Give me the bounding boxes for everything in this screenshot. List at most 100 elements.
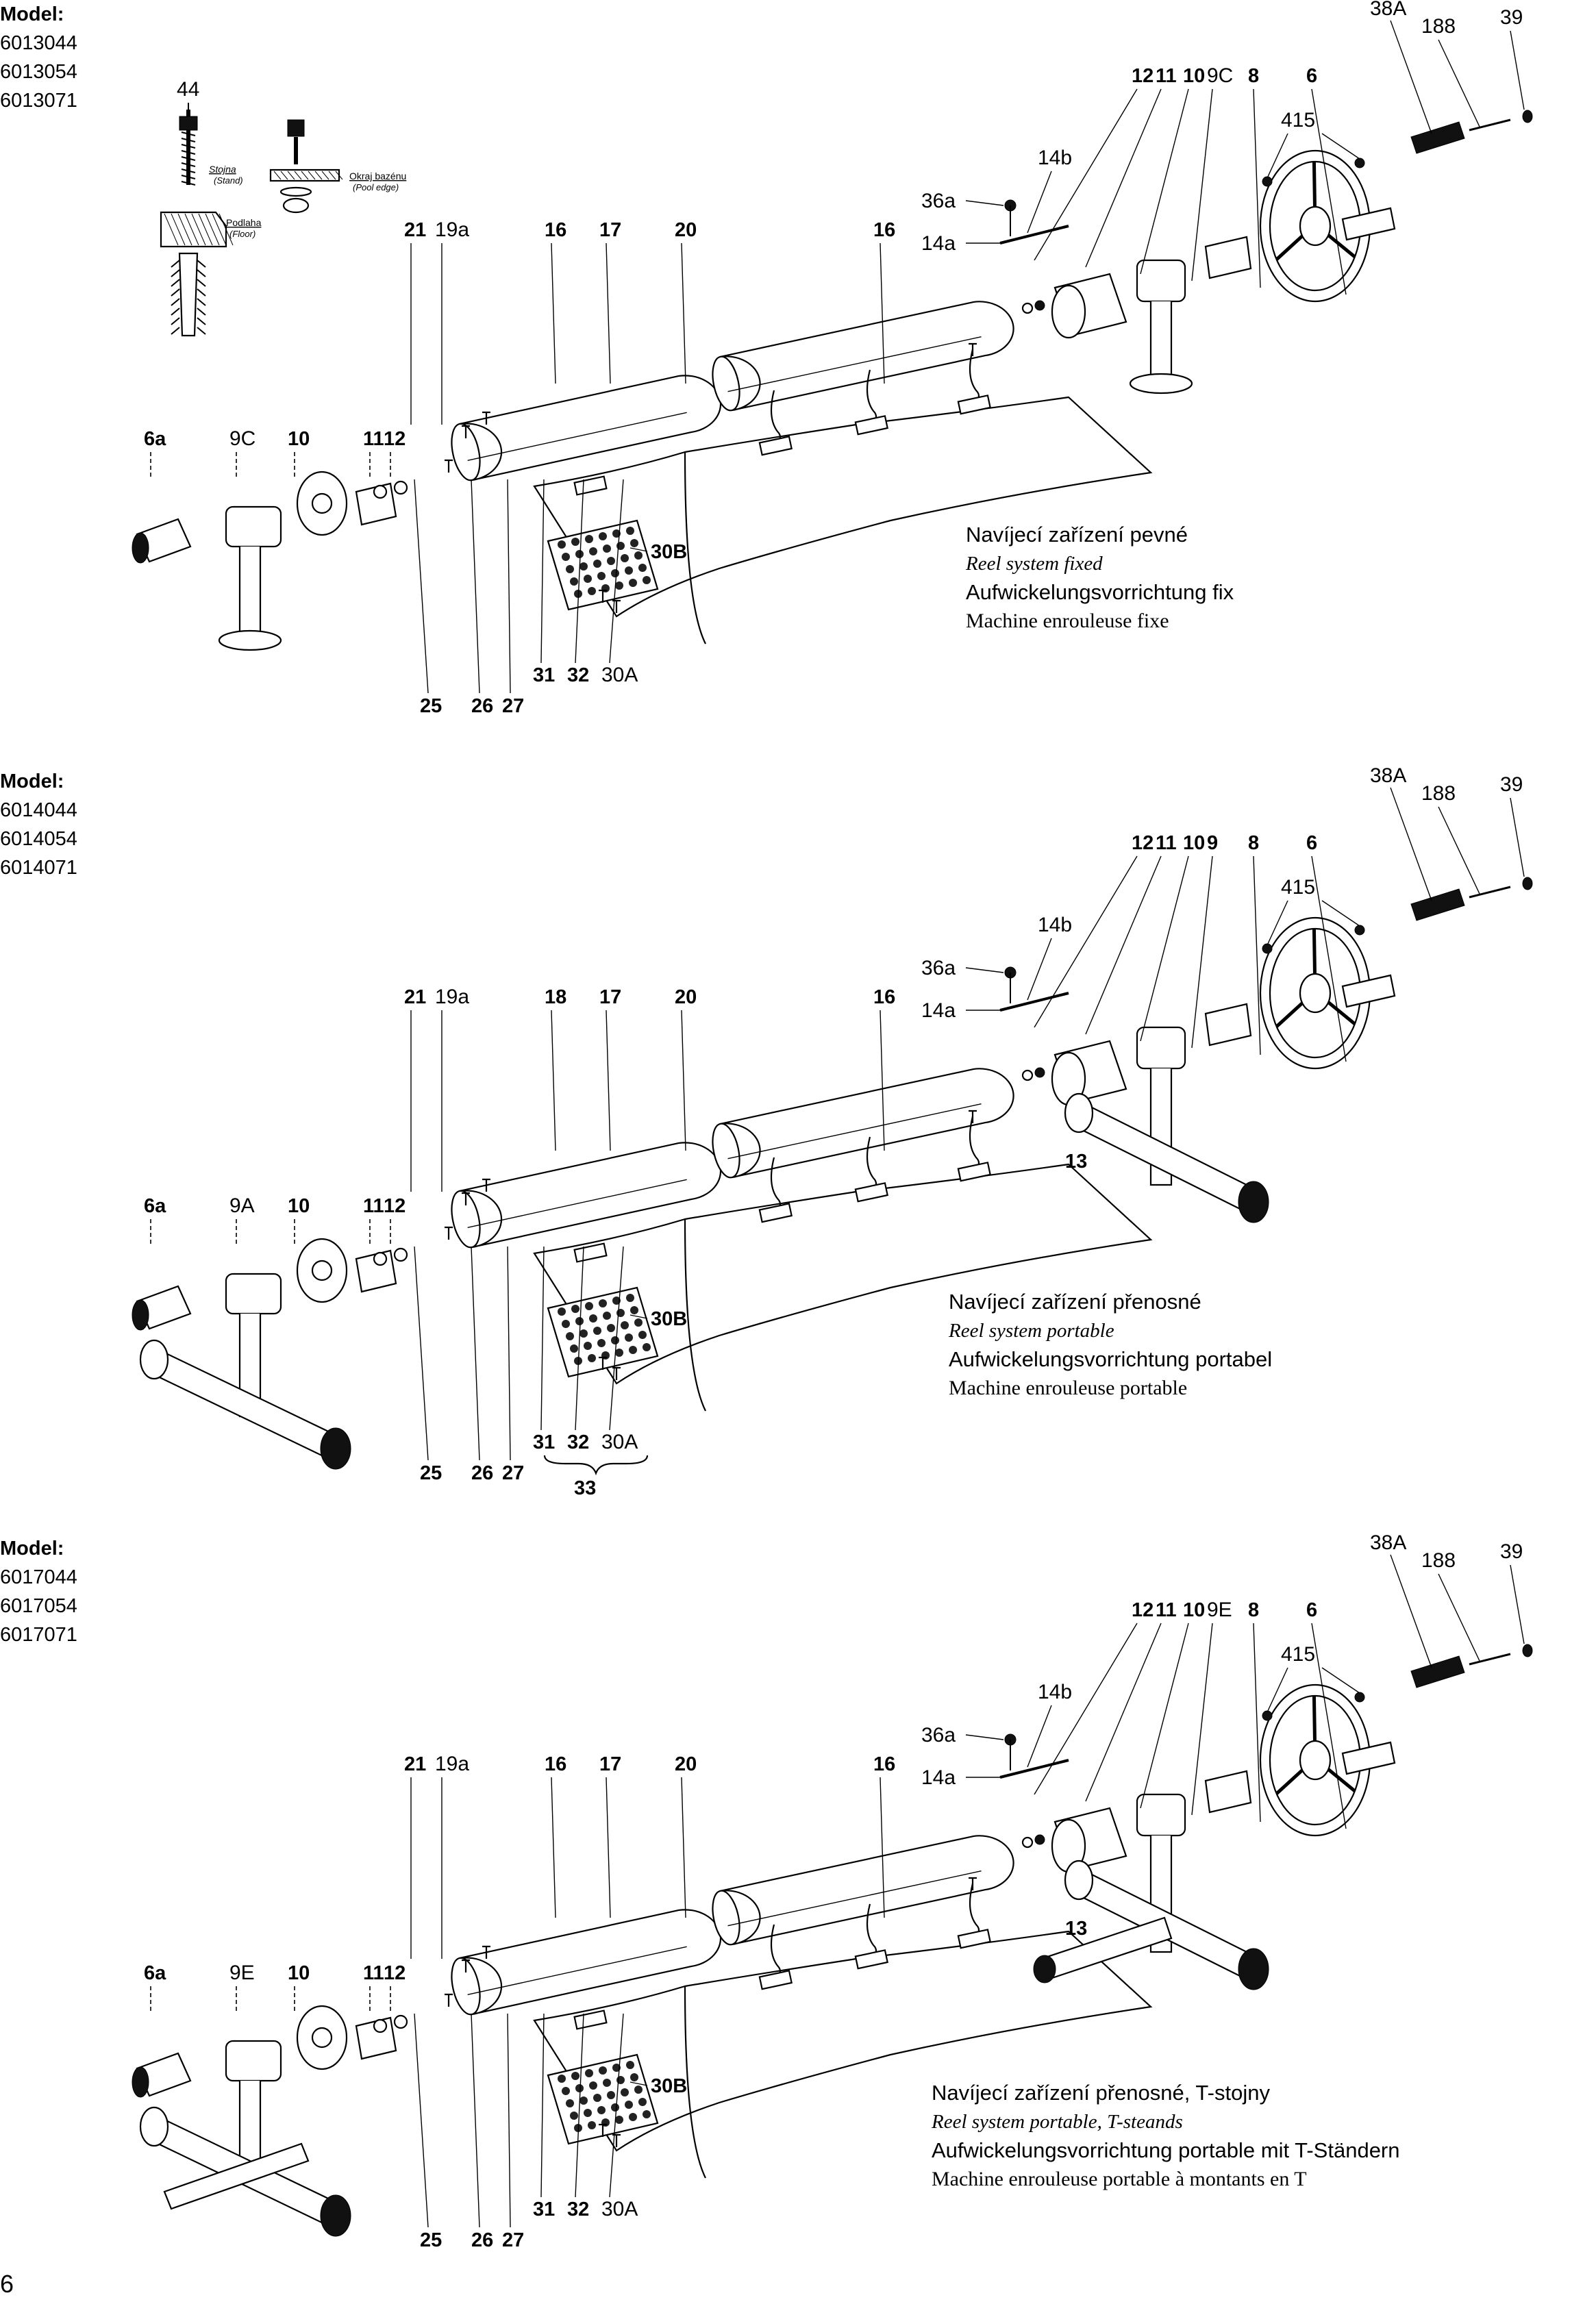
cover-edge-line — [684, 1986, 706, 2179]
part-label-8: 8 — [1248, 832, 1259, 854]
part-label-31: 31 — [533, 1431, 555, 1453]
washer-11 — [373, 1251, 388, 1266]
part-label-12: 12 — [384, 1962, 406, 1984]
bolt-415 — [1262, 943, 1273, 954]
strap-buckle — [957, 395, 991, 415]
part-label-16: 16 — [873, 1753, 895, 1775]
part-label-14b: 14b — [1038, 914, 1072, 936]
screw — [969, 342, 977, 356]
part-label-11: 11 — [363, 1962, 384, 1984]
roller-tube-left — [451, 1142, 722, 1249]
screw — [445, 459, 453, 473]
bolt-415 — [1354, 158, 1365, 168]
part-label-20: 20 — [675, 986, 697, 1008]
part-label-25: 25 — [420, 695, 442, 717]
bracket-33 — [543, 1455, 649, 1476]
portable-stand-left — [139, 2081, 351, 2237]
part-label-20: 20 — [675, 219, 697, 241]
strap-buckle — [573, 2009, 608, 2030]
washer — [1021, 302, 1034, 314]
part-label-16: 16 — [873, 219, 895, 241]
part-label-26: 26 — [471, 695, 493, 717]
cover-edge-line — [684, 451, 706, 644]
part-label-6: 6 — [1306, 1599, 1317, 1621]
portable-stand-right — [1064, 1068, 1269, 1223]
part-label-26: 26 — [471, 2229, 493, 2251]
part-label-39: 39 — [1500, 1540, 1523, 1563]
screw — [612, 2133, 621, 2147]
part-label-30A: 30A — [601, 1431, 638, 1453]
screw — [482, 1945, 490, 1959]
bolt-415 — [1262, 1710, 1273, 1721]
inset-label-pool-edge-en: (Pool edge) — [353, 182, 399, 192]
part-label-12: 12 — [1132, 1599, 1154, 1621]
washer-12 — [393, 2014, 408, 2029]
end-cap-face — [132, 1299, 149, 1331]
screw — [482, 1178, 490, 1192]
part-label-38A: 38A — [1370, 1534, 1406, 1554]
strap-buckle — [758, 1970, 793, 1990]
right-bushing-8 — [1204, 1770, 1252, 1814]
part-label-27: 27 — [502, 695, 524, 717]
part-label-14b: 14b — [1038, 147, 1072, 169]
caption-line-3: Aufwickelungsvorrichtung fix — [966, 580, 1234, 604]
page-number: 6 — [0, 2270, 14, 2298]
part-label-6a: 6a — [144, 1195, 166, 1217]
washer-11 — [373, 484, 388, 499]
part-label-19a: 19a — [435, 218, 469, 241]
roller-tube-right — [712, 301, 1014, 412]
caption-line-3: Aufwickelungsvorrichtung portabel — [949, 1347, 1273, 1371]
part-label-39: 39 — [1500, 6, 1523, 29]
part-label-415: 415 — [1281, 1643, 1315, 1666]
part-label-25: 25 — [420, 2229, 442, 2251]
inset-label-pool-edge: Okraj bazénu — [349, 171, 406, 181]
part-label-6: 6 — [1306, 832, 1317, 854]
mounting-inset: Stojna(Stand)Okraj bazénu(Pool edge)Podl… — [160, 78, 406, 337]
part-label-8: 8 — [1248, 65, 1259, 87]
right-bushing-8 — [1204, 236, 1252, 279]
part-label-17: 17 — [599, 219, 621, 241]
part-label-188: 188 — [1421, 15, 1456, 38]
part-label-10: 10 — [1183, 1599, 1205, 1621]
part-label-44: 44 — [177, 78, 199, 101]
right-upright-head — [1136, 1793, 1186, 1837]
strap-buckle — [854, 1949, 888, 1970]
screw — [482, 411, 490, 425]
part-label-21: 21 — [404, 986, 426, 1008]
part-label-27: 27 — [502, 2229, 524, 2251]
screw — [599, 589, 607, 603]
part-label-30A: 30A — [601, 2198, 638, 2220]
part-label-10: 10 — [1183, 65, 1205, 87]
inset-label-floor: Podlaha — [226, 217, 262, 228]
part-label-12: 12 — [1132, 65, 1154, 87]
model-number: 6013054 — [0, 61, 77, 83]
strap-buckle — [957, 1162, 991, 1182]
left-post — [238, 547, 262, 637]
right-upright-head — [1136, 1026, 1186, 1070]
model-label: Model: — [0, 3, 64, 25]
part-label-10: 10 — [288, 428, 310, 450]
model-number: 6013044 — [0, 32, 77, 54]
screw — [599, 1356, 607, 1370]
strap-buckle — [573, 475, 608, 496]
inset-label-floor-en: (Floor) — [229, 229, 255, 239]
caption-line-1: Navíjecí zařízení pevné — [966, 523, 1188, 547]
washer-11 — [373, 2018, 388, 2033]
part-label-21: 21 — [404, 1753, 426, 1775]
caption-line-3: Aufwickelungsvorrichtung portable mit T-… — [932, 2138, 1400, 2162]
strap-buckle — [758, 1203, 793, 1223]
model-number: 6014054 — [0, 828, 77, 850]
part-label-6a: 6a — [144, 428, 166, 450]
model-label: Model: — [0, 771, 64, 792]
bolt-415 — [1262, 176, 1273, 187]
part-label-9E: 9E — [1207, 1599, 1232, 1621]
roller-tube-right — [712, 1835, 1014, 1946]
strap-buckle — [758, 436, 793, 456]
nut — [1034, 1834, 1045, 1845]
part-label-9: 9 — [1207, 832, 1218, 854]
